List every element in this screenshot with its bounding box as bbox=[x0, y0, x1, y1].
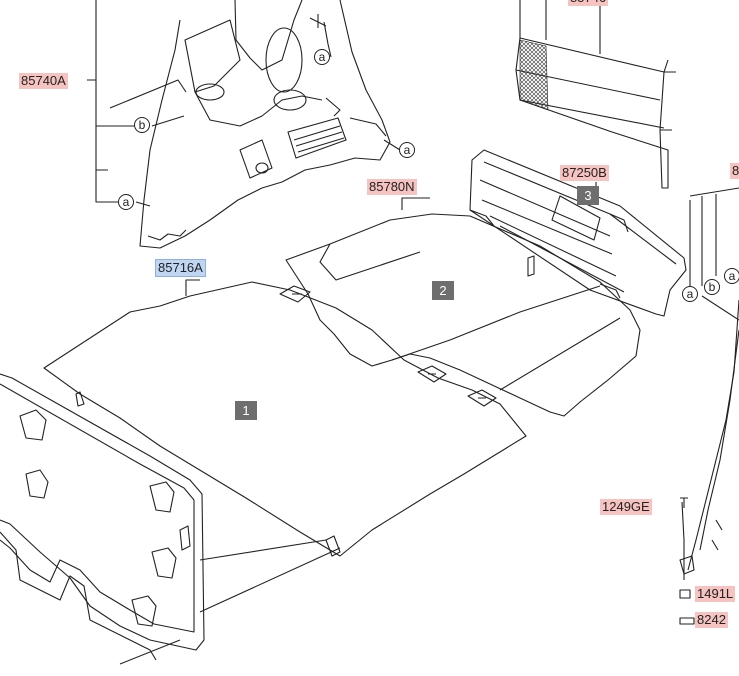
part-label-87250b[interactable]: 87250B bbox=[560, 165, 609, 181]
ref-a-mid: a bbox=[399, 142, 415, 158]
ref-b-left: b bbox=[134, 117, 150, 133]
cargo-floor-board bbox=[285, 197, 641, 417]
right-side-trim bbox=[679, 187, 739, 625]
ref-a-top: a bbox=[314, 49, 330, 65]
ref-a-right1: a bbox=[682, 286, 698, 302]
cargo-net bbox=[515, 0, 676, 189]
part-label-85716a[interactable]: 85716A bbox=[155, 259, 206, 277]
transverse-trim bbox=[469, 149, 687, 317]
part-label-85740a[interactable]: 85740A bbox=[19, 73, 68, 89]
callout-1: 1 bbox=[235, 401, 257, 420]
ref-a-left: a bbox=[118, 194, 134, 210]
quarter-trim-panel bbox=[139, 0, 391, 249]
part-label-8242[interactable]: 8242 bbox=[695, 612, 728, 628]
part-label-1491[interactable]: 1491L bbox=[695, 586, 736, 602]
ref-a-right2: a bbox=[724, 268, 739, 284]
callout-3: 3 bbox=[577, 186, 599, 205]
part-label-85780n[interactable]: 85780N bbox=[367, 179, 417, 195]
part-label-right-partial[interactable]: 8 bbox=[730, 163, 739, 179]
callout-2: 2 bbox=[432, 281, 454, 300]
part-label-1249ge[interactable]: 1249GE bbox=[600, 499, 652, 515]
ref-b-right: b bbox=[704, 279, 720, 295]
luggage-board bbox=[43, 279, 527, 557]
lower-bulkhead-panel bbox=[0, 373, 341, 665]
part-label-top-partial[interactable]: 85746 bbox=[568, 0, 609, 6]
